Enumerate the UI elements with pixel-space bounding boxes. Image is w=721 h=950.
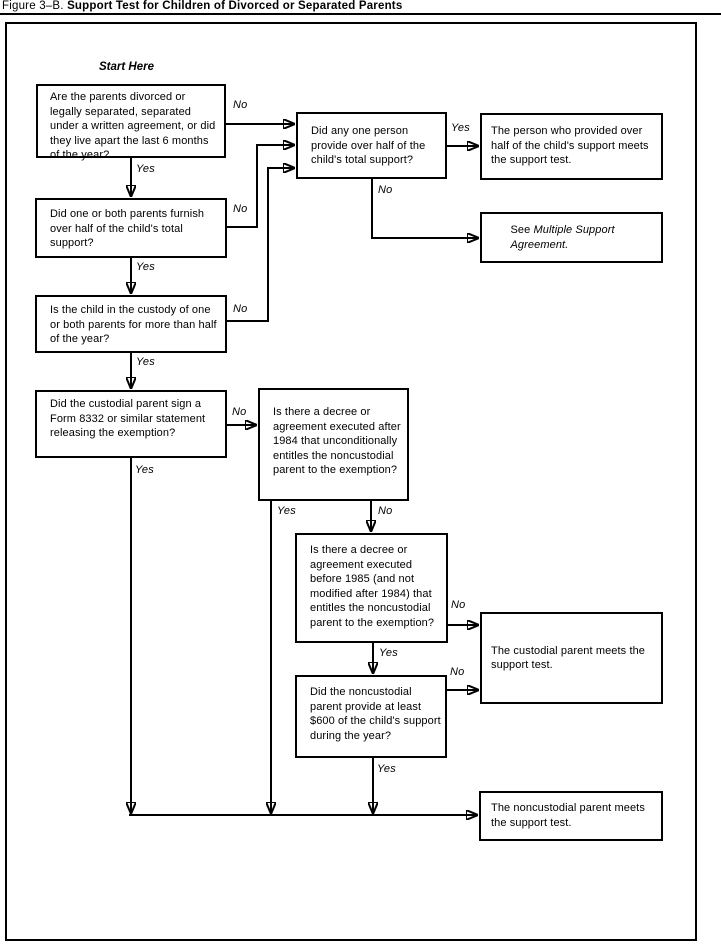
box-text: Did one or both parents furnish over hal…	[50, 208, 205, 249]
box-parents-divorced-question: Are the parents divorced or legally sepa…	[36, 84, 226, 161]
edge-label-q2-no: No	[233, 203, 248, 215]
edge-label-q4-yes: Yes	[135, 464, 154, 476]
figure-title-prefix: Figure 3–B.	[2, 0, 64, 12]
flowchart-frame	[5, 22, 697, 941]
edge-label-q3-no: No	[233, 303, 248, 315]
box-text: Did any one person provide over half of …	[311, 125, 426, 166]
box-parents-furnish-half-question: Did one or both parents furnish over hal…	[35, 198, 227, 258]
edge-label-q6-yes: Yes	[379, 647, 398, 659]
edge-label-q5-no: No	[378, 505, 393, 517]
edge-label-q3-yes: Yes	[136, 356, 155, 368]
edge-label-q1-yes: Yes	[136, 163, 155, 175]
box-decree-before-1985-question: Is there a decree or agreement executed …	[295, 533, 448, 643]
edge-label-q7-yes: Yes	[377, 763, 396, 775]
edge-label-q2-yes: Yes	[136, 261, 155, 273]
box-text: Is there a decree or agreement executed …	[310, 544, 435, 629]
figure-title-main: Support Test for Children of Divorced or…	[67, 0, 403, 12]
edge-label-q7-no: No	[450, 666, 465, 678]
box-text: Is there a decree or agreement executed …	[273, 406, 401, 476]
title-underline	[0, 13, 721, 15]
box-text: Are the parents divorced or legally sepa…	[50, 91, 216, 161]
edge-label-m1-yes: Yes	[451, 122, 470, 134]
box-any-one-person-question: Did any one person provide over half of …	[296, 112, 447, 179]
box-result-person-provided-half: The person who provided over half of the…	[480, 113, 663, 180]
box-result-see-multiple-support-agreement: See Multiple Support Agreement.	[480, 212, 663, 263]
start-here-label: Start Here	[99, 61, 154, 73]
box-text: The custodial parent meets the support t…	[491, 644, 646, 672]
edge-label-q6-no: No	[451, 599, 466, 611]
box-text: Did the custodial parent sign a Form 833…	[50, 398, 206, 439]
box-text: Did the noncustodial parent provide at l…	[310, 686, 441, 742]
box-noncustodial-600-question: Did the noncustodial parent provide at l…	[295, 675, 447, 758]
box-form-8332-question: Did the custodial parent sign a Form 833…	[35, 390, 227, 458]
edge-label-q5-yes: Yes	[277, 505, 296, 517]
edge-label-m1-no: No	[378, 184, 393, 196]
multiple-support-agreement-text: Multiple Support Agreement.	[510, 224, 615, 251]
box-text: Is the child in the custody of one or bo…	[50, 304, 217, 345]
box-text: The person who provided over half of the…	[491, 125, 649, 166]
see-text: See	[510, 224, 534, 236]
box-text: See Multiple Support Agreement.	[511, 223, 633, 252]
edge-label-q4-no: No	[232, 406, 247, 418]
figure-title: Figure 3–B. Support Test for Children of…	[2, 0, 402, 12]
edge-label-q1-no: No	[233, 99, 248, 111]
box-result-noncustodial-meets-test: The noncustodial parent meets the suppor…	[479, 791, 663, 841]
box-text: The noncustodial parent meets the suppor…	[491, 802, 645, 829]
box-result-custodial-meets-test: The custodial parent meets the support t…	[480, 612, 663, 704]
box-decree-after-1984-question: Is there a decree or agreement executed …	[258, 388, 409, 501]
box-child-custody-question: Is the child in the custody of one or bo…	[35, 295, 227, 353]
